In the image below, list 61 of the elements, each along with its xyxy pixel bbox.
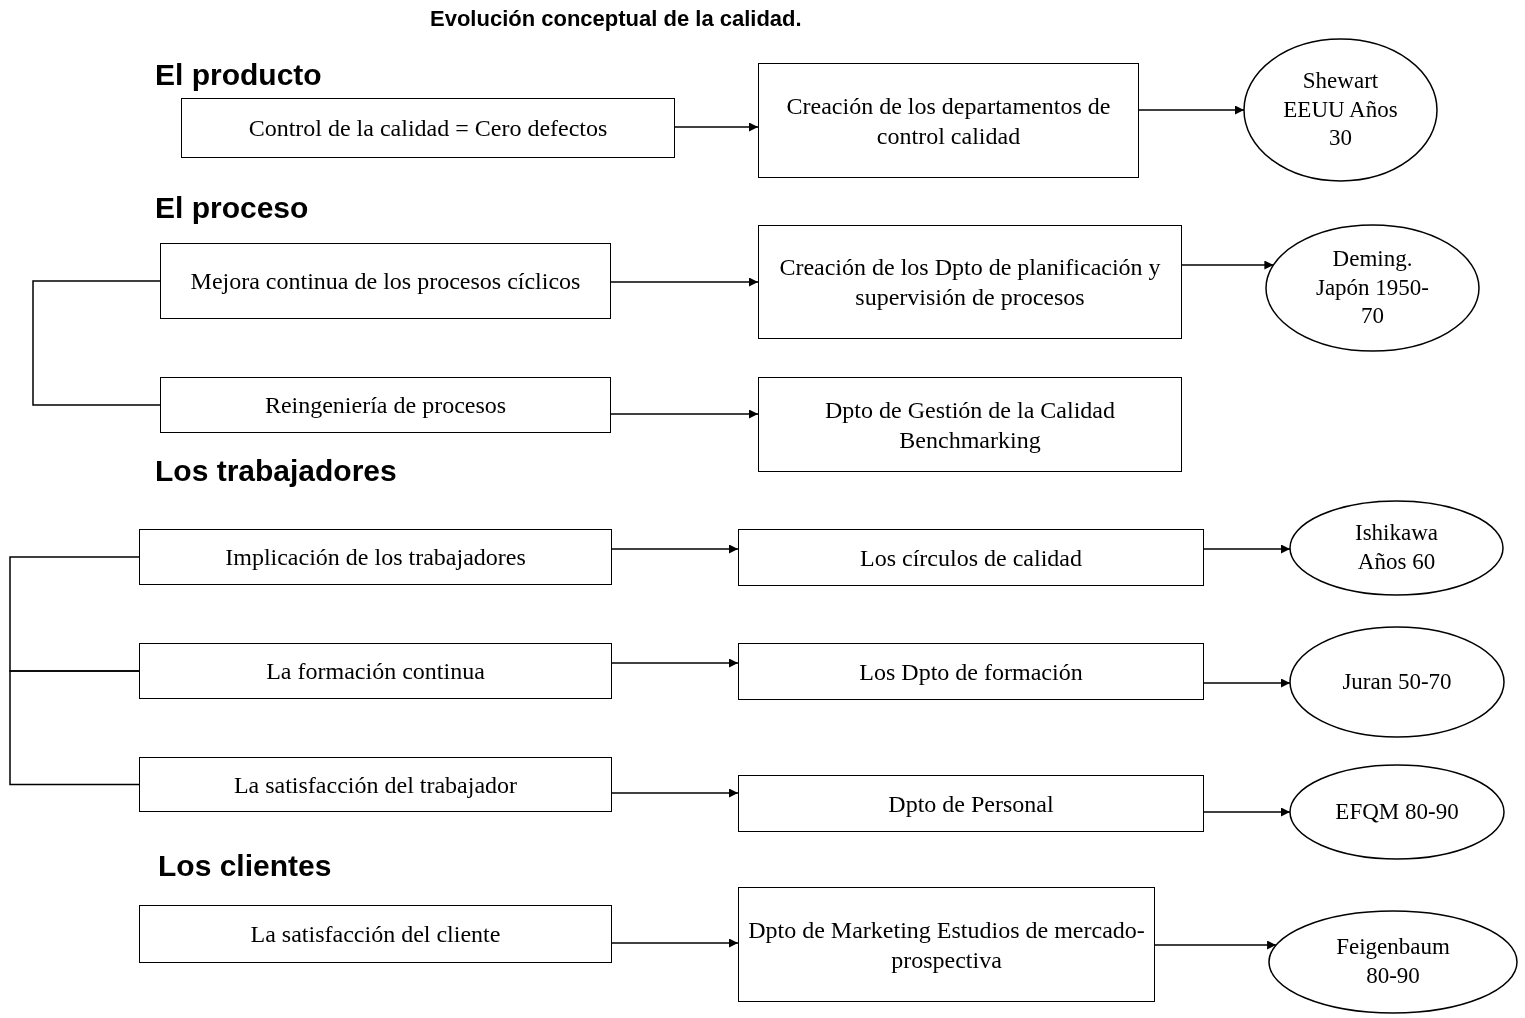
node-text: Control de la calidad = Cero defectos xyxy=(248,114,608,143)
process-box xyxy=(738,529,1204,586)
arrow xyxy=(610,409,759,419)
bracket-line xyxy=(9,670,140,786)
node-text: Shewart EEUU Años 30 xyxy=(1282,66,1399,153)
arrow xyxy=(1203,807,1291,817)
oval-node xyxy=(1289,764,1505,860)
process-box xyxy=(738,887,1155,1002)
arrow xyxy=(1203,544,1291,554)
oval-node xyxy=(1289,500,1504,596)
process-box xyxy=(139,905,612,963)
node-text: La satisfacción del cliente xyxy=(250,920,501,949)
section-heading: Los clientes xyxy=(158,848,332,884)
arrow xyxy=(611,544,739,554)
bracket-line xyxy=(32,280,161,406)
node-text: Ishikawa Años 60 xyxy=(1354,519,1439,576)
node-text: Juran 50-70 xyxy=(1342,667,1452,696)
arrow xyxy=(610,277,759,287)
arrow xyxy=(1138,105,1245,115)
node-text: Creación de los Dpto de planificación y supervisión de procesos xyxy=(778,253,1162,312)
section-heading: El producto xyxy=(155,57,322,93)
node-text: Deming. Japón 1950-70 xyxy=(1314,244,1431,331)
node-text: Feigenbaum 80-90 xyxy=(1335,933,1451,990)
node-text: Creación de los departamentos de control calidad xyxy=(785,91,1112,151)
node-text: Mejora continua de los procesos cíclicos xyxy=(190,267,581,296)
process-box xyxy=(139,757,612,812)
node-text: EFQM 80-90 xyxy=(1335,797,1459,826)
bracket-line xyxy=(9,556,140,672)
arrow xyxy=(611,788,739,798)
diagram-title: Evolución conceptual de la calidad. xyxy=(430,5,802,33)
process-box xyxy=(160,377,611,433)
node-text: Los círculos de calidad xyxy=(860,543,1082,573)
arrow xyxy=(611,658,739,668)
process-box xyxy=(160,243,611,319)
oval-node xyxy=(1243,38,1438,182)
process-box xyxy=(139,529,612,585)
oval-node xyxy=(1268,910,1518,1014)
node-text: Reingeniería de procesos xyxy=(264,391,507,420)
process-box xyxy=(738,643,1204,700)
process-box xyxy=(139,643,612,699)
section-heading: El proceso xyxy=(155,190,309,226)
process-box xyxy=(738,775,1204,832)
node-text: Dpto de Marketing Estudios de mercado-prospectiva xyxy=(747,915,1146,975)
oval-node xyxy=(1289,626,1505,738)
arrow xyxy=(611,938,739,948)
node-text: La formación continua xyxy=(266,657,485,686)
arrow xyxy=(1154,940,1277,950)
process-box xyxy=(758,63,1139,178)
arrow xyxy=(1203,678,1291,688)
node-text: Dpto de Personal xyxy=(888,789,1054,819)
node-text: Los Dpto de formación xyxy=(859,657,1083,687)
node-text: Dpto de Gestión de la Calidad Benchmarking xyxy=(824,395,1116,455)
process-box xyxy=(181,98,675,158)
arrow xyxy=(674,122,759,132)
oval-node xyxy=(1265,224,1480,352)
node-text: Implicación de los trabajadores xyxy=(225,543,526,572)
arrow xyxy=(1181,260,1275,270)
section-heading: Los trabajadores xyxy=(155,453,397,489)
process-box xyxy=(758,377,1182,472)
process-box xyxy=(758,225,1182,339)
node-text: La satisfacción del trabajador xyxy=(233,770,518,800)
